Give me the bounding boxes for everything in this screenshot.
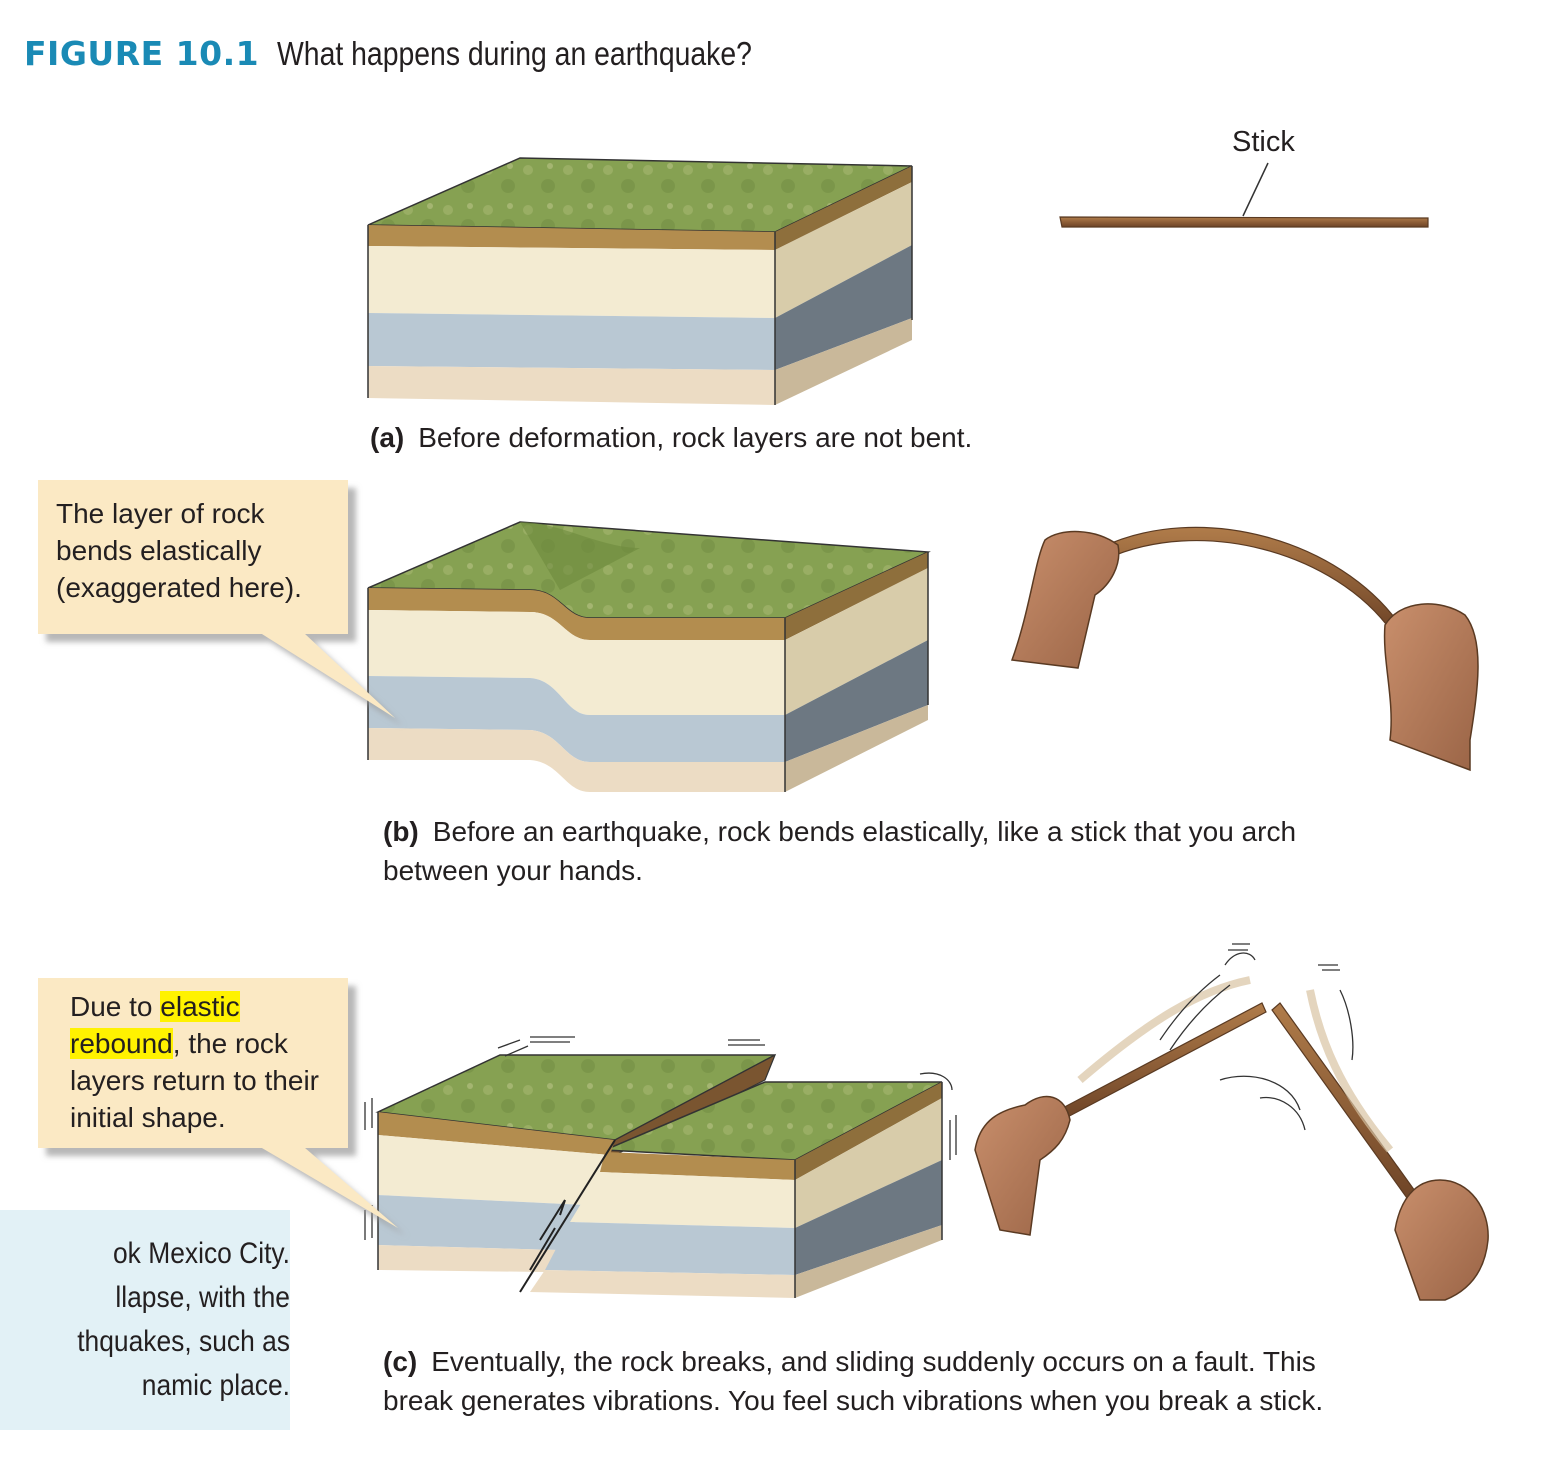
callout-b: [38, 480, 395, 718]
sidebar-text: ok Mexico City. llapse, with the thquake…: [0, 1232, 290, 1408]
caption-b-tag: (b): [383, 816, 419, 847]
sidebar-line-1: ok Mexico City.: [112, 1237, 290, 1270]
vibration-marks-block: [364, 1036, 957, 1240]
caption-b-line2: between your hands.: [383, 855, 643, 886]
callout-c-pre: Due to: [70, 991, 161, 1022]
callout-c-post: , the rock layers return to their initia…: [70, 1028, 319, 1133]
figure-title: FIGURE 10.1 What happens during an earthq…: [24, 34, 829, 73]
rock-block-faulted: [364, 1036, 957, 1298]
caption-b-line1: Before an earthquake, rock bends elastic…: [432, 816, 1297, 847]
stick-label-leader: [1242, 162, 1269, 217]
stick-label: Stick: [1232, 126, 1295, 158]
caption-a: (a) Before deformation, rock layers are n…: [370, 418, 972, 457]
caption-a-tag: (a): [370, 422, 405, 453]
rock-block-bent: [367, 521, 931, 792]
figure-question: What happens during an earthquake?: [277, 35, 752, 72]
caption-a-text: Before deformation, rock layers are not …: [418, 422, 973, 453]
caption-c-tag: (c): [383, 1346, 418, 1377]
caption-b: (b) Before an earthquake, rock bends elas…: [383, 812, 1483, 890]
caption-c: (c) Eventually, the rock breaks, and slid…: [383, 1342, 1503, 1420]
caption-c-line2: break generates vibrations. You feel suc…: [383, 1385, 1324, 1416]
stick-bent-with-hands: [1010, 526, 1479, 772]
stick-straight: [1059, 162, 1429, 228]
figure-number: FIGURE 10.1: [24, 34, 260, 73]
caption-c-line1: Eventually, the rock breaks, and sliding…: [431, 1346, 1316, 1377]
stick-broken-with-hands: [974, 943, 1489, 1301]
rock-block-undeformed: [367, 157, 913, 405]
sidebar-line-4: namic place.: [141, 1369, 290, 1402]
callout-b-text: The layer of rock bends elastically (exa…: [56, 498, 302, 603]
callout-c-text: Due to elastic rebound, the rock layers …: [70, 988, 340, 1136]
sidebar-line-2: llapse, with the: [115, 1281, 290, 1314]
sidebar-box: [0, 1210, 290, 1430]
sidebar-line-3: thquakes, such as: [77, 1325, 290, 1358]
vibration-marks-stick: [1159, 943, 1354, 1131]
